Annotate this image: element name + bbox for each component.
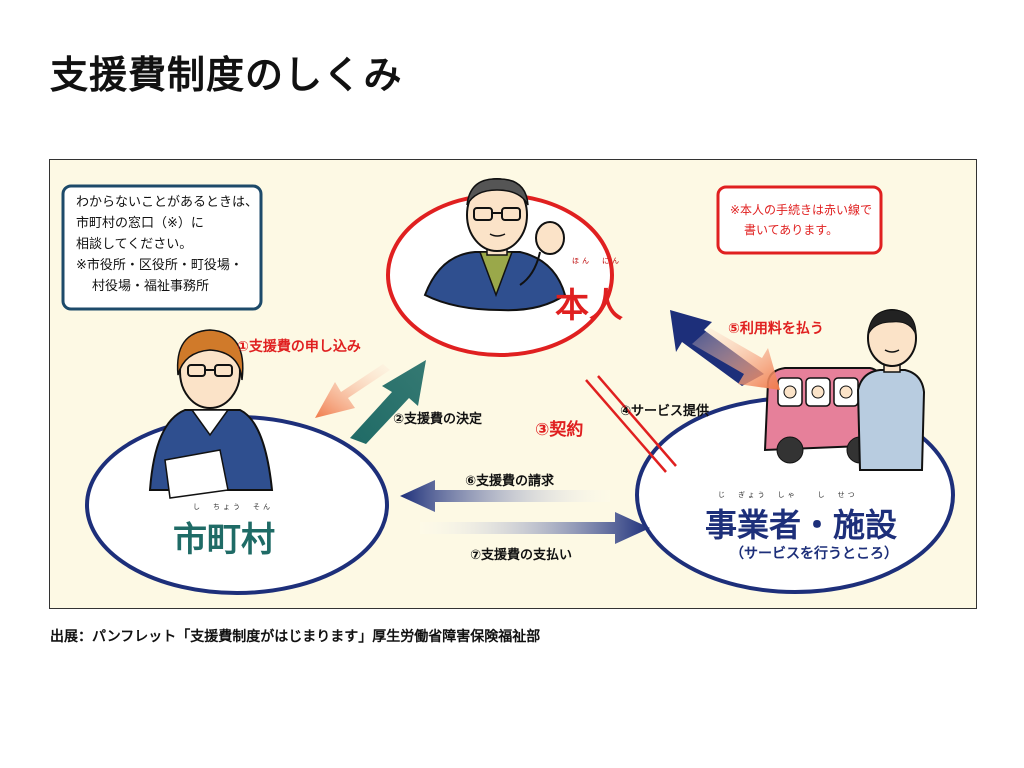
provider-label: 事業者・施設 <box>705 506 898 544</box>
person-label: 本人 <box>555 286 623 326</box>
left-note: わからないことがあるときは、 市町村の窓口（※）に 相談してください。 ※市役所… <box>76 192 258 297</box>
left-note-line: ※市役所・区役所・町役場・ <box>76 258 243 273</box>
person-ruby: ほん にん <box>572 257 622 265</box>
municipality-ruby: し ちょう そん <box>193 503 273 511</box>
flow-service-label: ④サービス提供 <box>620 404 710 419</box>
flow-payment-label: ⑤利用料を払う <box>728 321 824 337</box>
arrow-decision <box>350 360 426 444</box>
arrow-claim <box>400 480 610 512</box>
arrow-application <box>315 364 390 418</box>
flow-contract-label: ③契約 <box>535 420 584 440</box>
provider-sublabel: （サービスを行うところ） <box>730 546 898 562</box>
diagram-panel: わからないことがあるときは、 市町村の窓口（※）に 相談してください。 ※市役所… <box>49 159 977 609</box>
right-note-line: 書いてあります。 <box>744 223 839 237</box>
contract-line-1 <box>585 379 667 473</box>
flow-payout-label: ⑦支援費の支払い <box>470 548 573 563</box>
flow-application-label: ①支援費の申し込み <box>237 339 361 355</box>
left-note-line: 村役場・福祉事務所 <box>92 279 210 294</box>
right-note-box <box>716 185 883 255</box>
municipality-label: 市町村 <box>173 520 275 560</box>
arrow-payout <box>420 512 650 544</box>
arrow-payment <box>692 328 780 390</box>
diagram-graphics <box>61 178 955 595</box>
right-note: ※本人の手続きは赤い線で 書いてあります。 <box>730 200 872 240</box>
provider-illustration <box>763 309 926 471</box>
left-note-line: 相談してください。 <box>76 237 193 252</box>
person-illustration <box>423 178 567 312</box>
left-note-line: 市町村の窓口（※）に <box>76 216 204 231</box>
left-note-box <box>61 184 263 311</box>
flow-claim-label: ⑥支援費の請求 <box>465 474 555 489</box>
slide-title: 支援費制度のしくみ <box>50 53 403 97</box>
source-caption: 出展：パンフレット「支援費制度がはじまります」厚生労働省障害保険福祉部 <box>50 629 541 645</box>
left-note-line: わからないことがあるときは、 <box>76 195 259 210</box>
municipality-illustration <box>148 329 274 499</box>
flow-decision-label: ②支援費の決定 <box>393 412 483 427</box>
provider-ruby: じ ぎょう しゃ し せつ <box>718 491 858 499</box>
right-note-line: ※本人の手続きは赤い線で <box>730 203 873 217</box>
contract-line-2 <box>597 375 677 467</box>
